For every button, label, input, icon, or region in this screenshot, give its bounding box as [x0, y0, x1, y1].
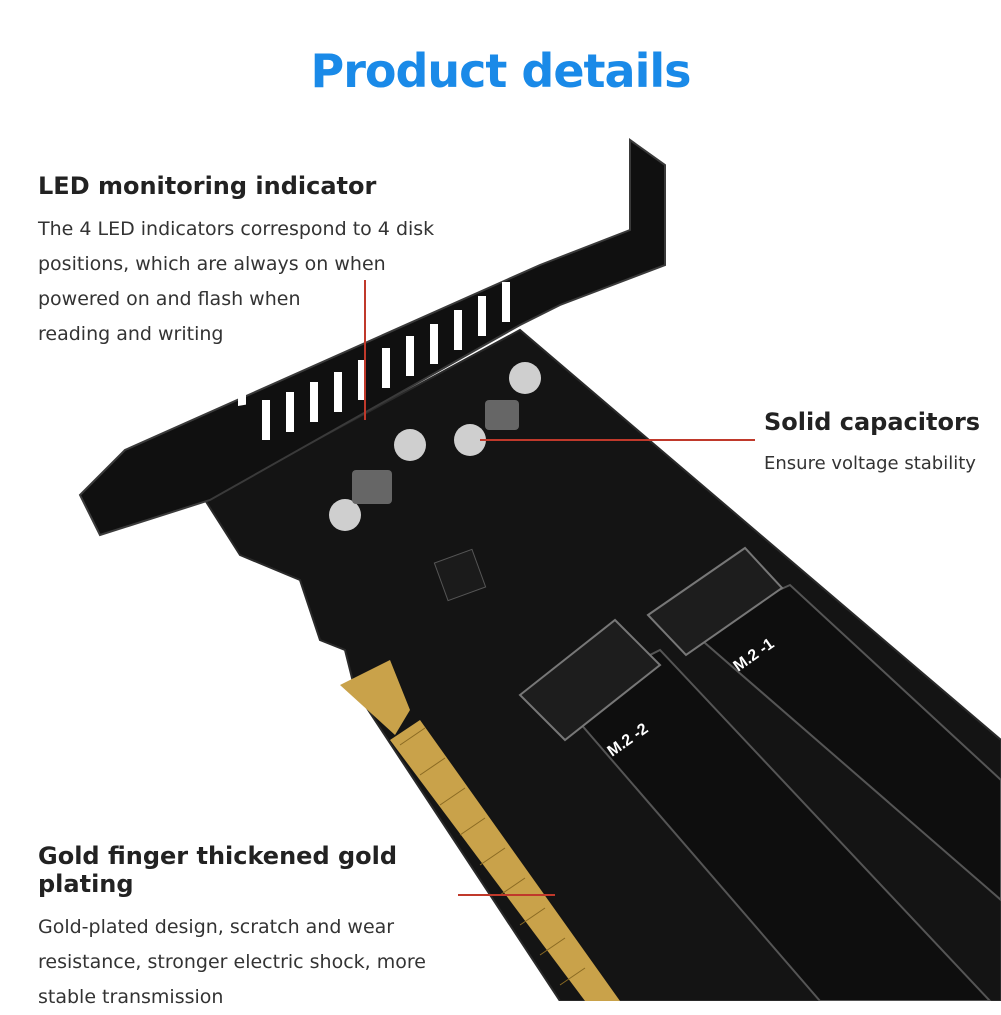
- gold-finger: [340, 660, 410, 735]
- gold-description: Gold-plated design, scratch and wear res…: [38, 910, 478, 1015]
- gold-heading: Gold finger thickened gold plating: [38, 842, 398, 898]
- capacitor-heading: Solid capacitors: [764, 408, 981, 436]
- led-line: powered on and flash when: [38, 288, 301, 310]
- m2-connector-1: [646, 546, 784, 657]
- led-line: reading and writing: [38, 323, 224, 345]
- page-title: Product details: [310, 44, 691, 98]
- bracket-vents: [238, 282, 510, 440]
- solid-capacitors: [329, 362, 541, 531]
- gold-line: Gold-plated design, scratch and wear: [38, 916, 395, 938]
- gold-finger-feature: Gold finger thickened gold plating Gold-…: [38, 842, 478, 1015]
- led-feature: LED monitoring indicator The 4 LED indic…: [38, 172, 448, 352]
- gold-finger-long: [390, 720, 620, 1001]
- gold-line: resistance, stronger electric shock, mor…: [38, 951, 426, 973]
- led-description: The 4 LED indicators correspond to 4 dis…: [38, 212, 448, 352]
- led-heading: LED monitoring indicator: [38, 172, 377, 200]
- gold-line: stable transmission: [38, 986, 224, 1008]
- capacitor-description: Ensure voltage stability: [764, 446, 999, 481]
- m2-connector-2: [518, 618, 662, 742]
- inductors: [352, 400, 519, 504]
- led-line: positions, which are always on when: [38, 253, 386, 275]
- pci-bracket: [78, 138, 666, 537]
- controller-chip: [433, 548, 487, 602]
- led-line: The 4 LED indicators correspond to 4 dis…: [38, 218, 435, 240]
- capacitor-feature: Solid capacitors Ensure voltage stabilit…: [764, 408, 999, 481]
- capacitor-line: Ensure voltage stability: [764, 453, 976, 474]
